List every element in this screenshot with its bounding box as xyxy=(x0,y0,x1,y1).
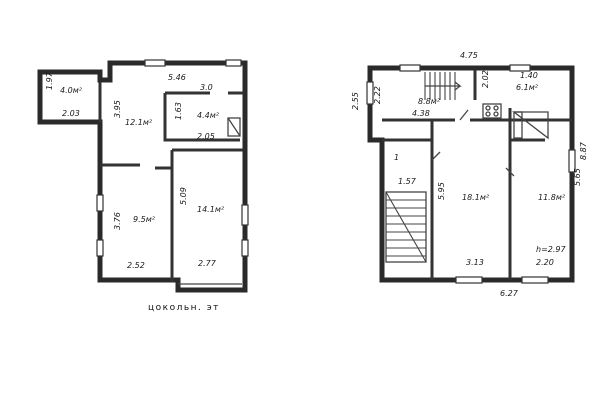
dimension-label: 1.40 xyxy=(520,71,538,80)
window xyxy=(366,81,374,105)
stove-fixture xyxy=(482,103,502,119)
burner xyxy=(493,105,499,111)
dimension-label: 2.20 xyxy=(536,258,554,267)
right-floor-plan: 8.8м² 6.1м² 18.1м² 11.8м² 4.75 2.55 2.22… xyxy=(351,51,588,298)
dimension-label: 2.55 xyxy=(351,92,360,110)
dimension-label: 2.77 xyxy=(198,259,217,268)
dimension-label: 3.13 xyxy=(466,258,484,267)
room-area: 9.5м² xyxy=(133,215,156,224)
burner xyxy=(485,111,491,117)
dimension-label: 2.22 xyxy=(373,86,382,104)
dimension-label: 1.57 xyxy=(398,177,417,186)
staircase-bottom xyxy=(385,191,427,263)
bath-fixture xyxy=(227,117,241,137)
dimension-label: 2.52 xyxy=(127,261,145,270)
window xyxy=(96,194,104,212)
dimension-label: 5.09 xyxy=(179,187,188,205)
window xyxy=(521,276,549,284)
room-area: 4.4м² xyxy=(197,111,220,120)
dimension-label: 3.76 xyxy=(113,212,122,230)
dimension-label: 5.95 xyxy=(437,182,446,200)
stair-mark: 1 xyxy=(394,153,399,162)
bath-fixture-mark xyxy=(227,117,241,137)
interior-wall xyxy=(163,93,240,142)
room-area: 8.8м² xyxy=(418,97,441,106)
dimension-label: 4.75 xyxy=(460,51,478,60)
room-area: 4.0м² xyxy=(60,86,83,95)
room-area: 11.8м² xyxy=(538,193,566,202)
left-floor-plan: 4.0м² 12.1м² 4.4м² 9.5м² 14.1м² 1.97 2.0… xyxy=(37,59,249,313)
dimension-label: 3.0 xyxy=(200,83,213,92)
door-swing xyxy=(459,109,469,121)
dimension-label: 1.97 xyxy=(45,71,54,90)
sink-fixture xyxy=(513,111,523,139)
window xyxy=(96,239,104,257)
left-outer-wall xyxy=(37,60,248,293)
window xyxy=(399,64,421,72)
dimension-label: 3.95 xyxy=(113,100,122,118)
window xyxy=(241,239,249,257)
dimension-label: 5.46 xyxy=(168,73,186,82)
dimension-label: 4.38 xyxy=(412,109,430,118)
room-area: 6.1м² xyxy=(516,83,539,92)
staircase-top xyxy=(424,72,462,100)
window xyxy=(241,204,249,226)
dimension-label: 2.03 xyxy=(62,109,80,118)
dimension-label: 8.87 xyxy=(579,141,588,160)
room-area: 12.1м² xyxy=(125,118,153,127)
dimension-label: 5.65 xyxy=(573,168,582,186)
window xyxy=(455,276,483,284)
dimension-label: 2.02 xyxy=(481,70,490,88)
right-outer-wall xyxy=(367,65,575,283)
bath-fixture xyxy=(512,111,549,140)
room-area: 14.1м² xyxy=(197,205,225,214)
window xyxy=(568,149,576,173)
room-area: 18.1м² xyxy=(462,193,490,202)
door-swing xyxy=(431,151,441,161)
floor-caption: цокольн. эт xyxy=(148,303,220,313)
window xyxy=(144,59,166,67)
dimension-label: 2.05 xyxy=(197,132,215,141)
window xyxy=(509,64,531,72)
dimension-label: 6.27 xyxy=(500,289,519,298)
burner xyxy=(485,105,491,111)
burner xyxy=(493,111,499,117)
door-swing xyxy=(505,167,515,177)
window xyxy=(225,59,242,67)
dimension-label: h=2.97 xyxy=(536,245,566,254)
dimension-label: 1.63 xyxy=(174,102,183,120)
